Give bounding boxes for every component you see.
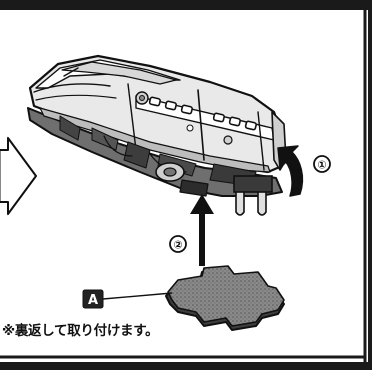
step-two-callout: ② [169,235,187,253]
step-one-label: ① [317,159,326,172]
rotate-arrow [277,145,304,197]
step-one-callout: ① [313,155,331,173]
instruction-note: ※裏返して取り付けます。 [2,323,159,339]
insert-arrow [190,194,214,266]
next-step-arrow [0,136,37,216]
train-car-body [27,54,287,197]
part-a-label: A [88,293,98,308]
part-a-plate [165,265,285,331]
connector-pins [233,175,273,216]
step-two-label: ② [173,239,182,252]
part-a-callout: A [82,289,173,309]
